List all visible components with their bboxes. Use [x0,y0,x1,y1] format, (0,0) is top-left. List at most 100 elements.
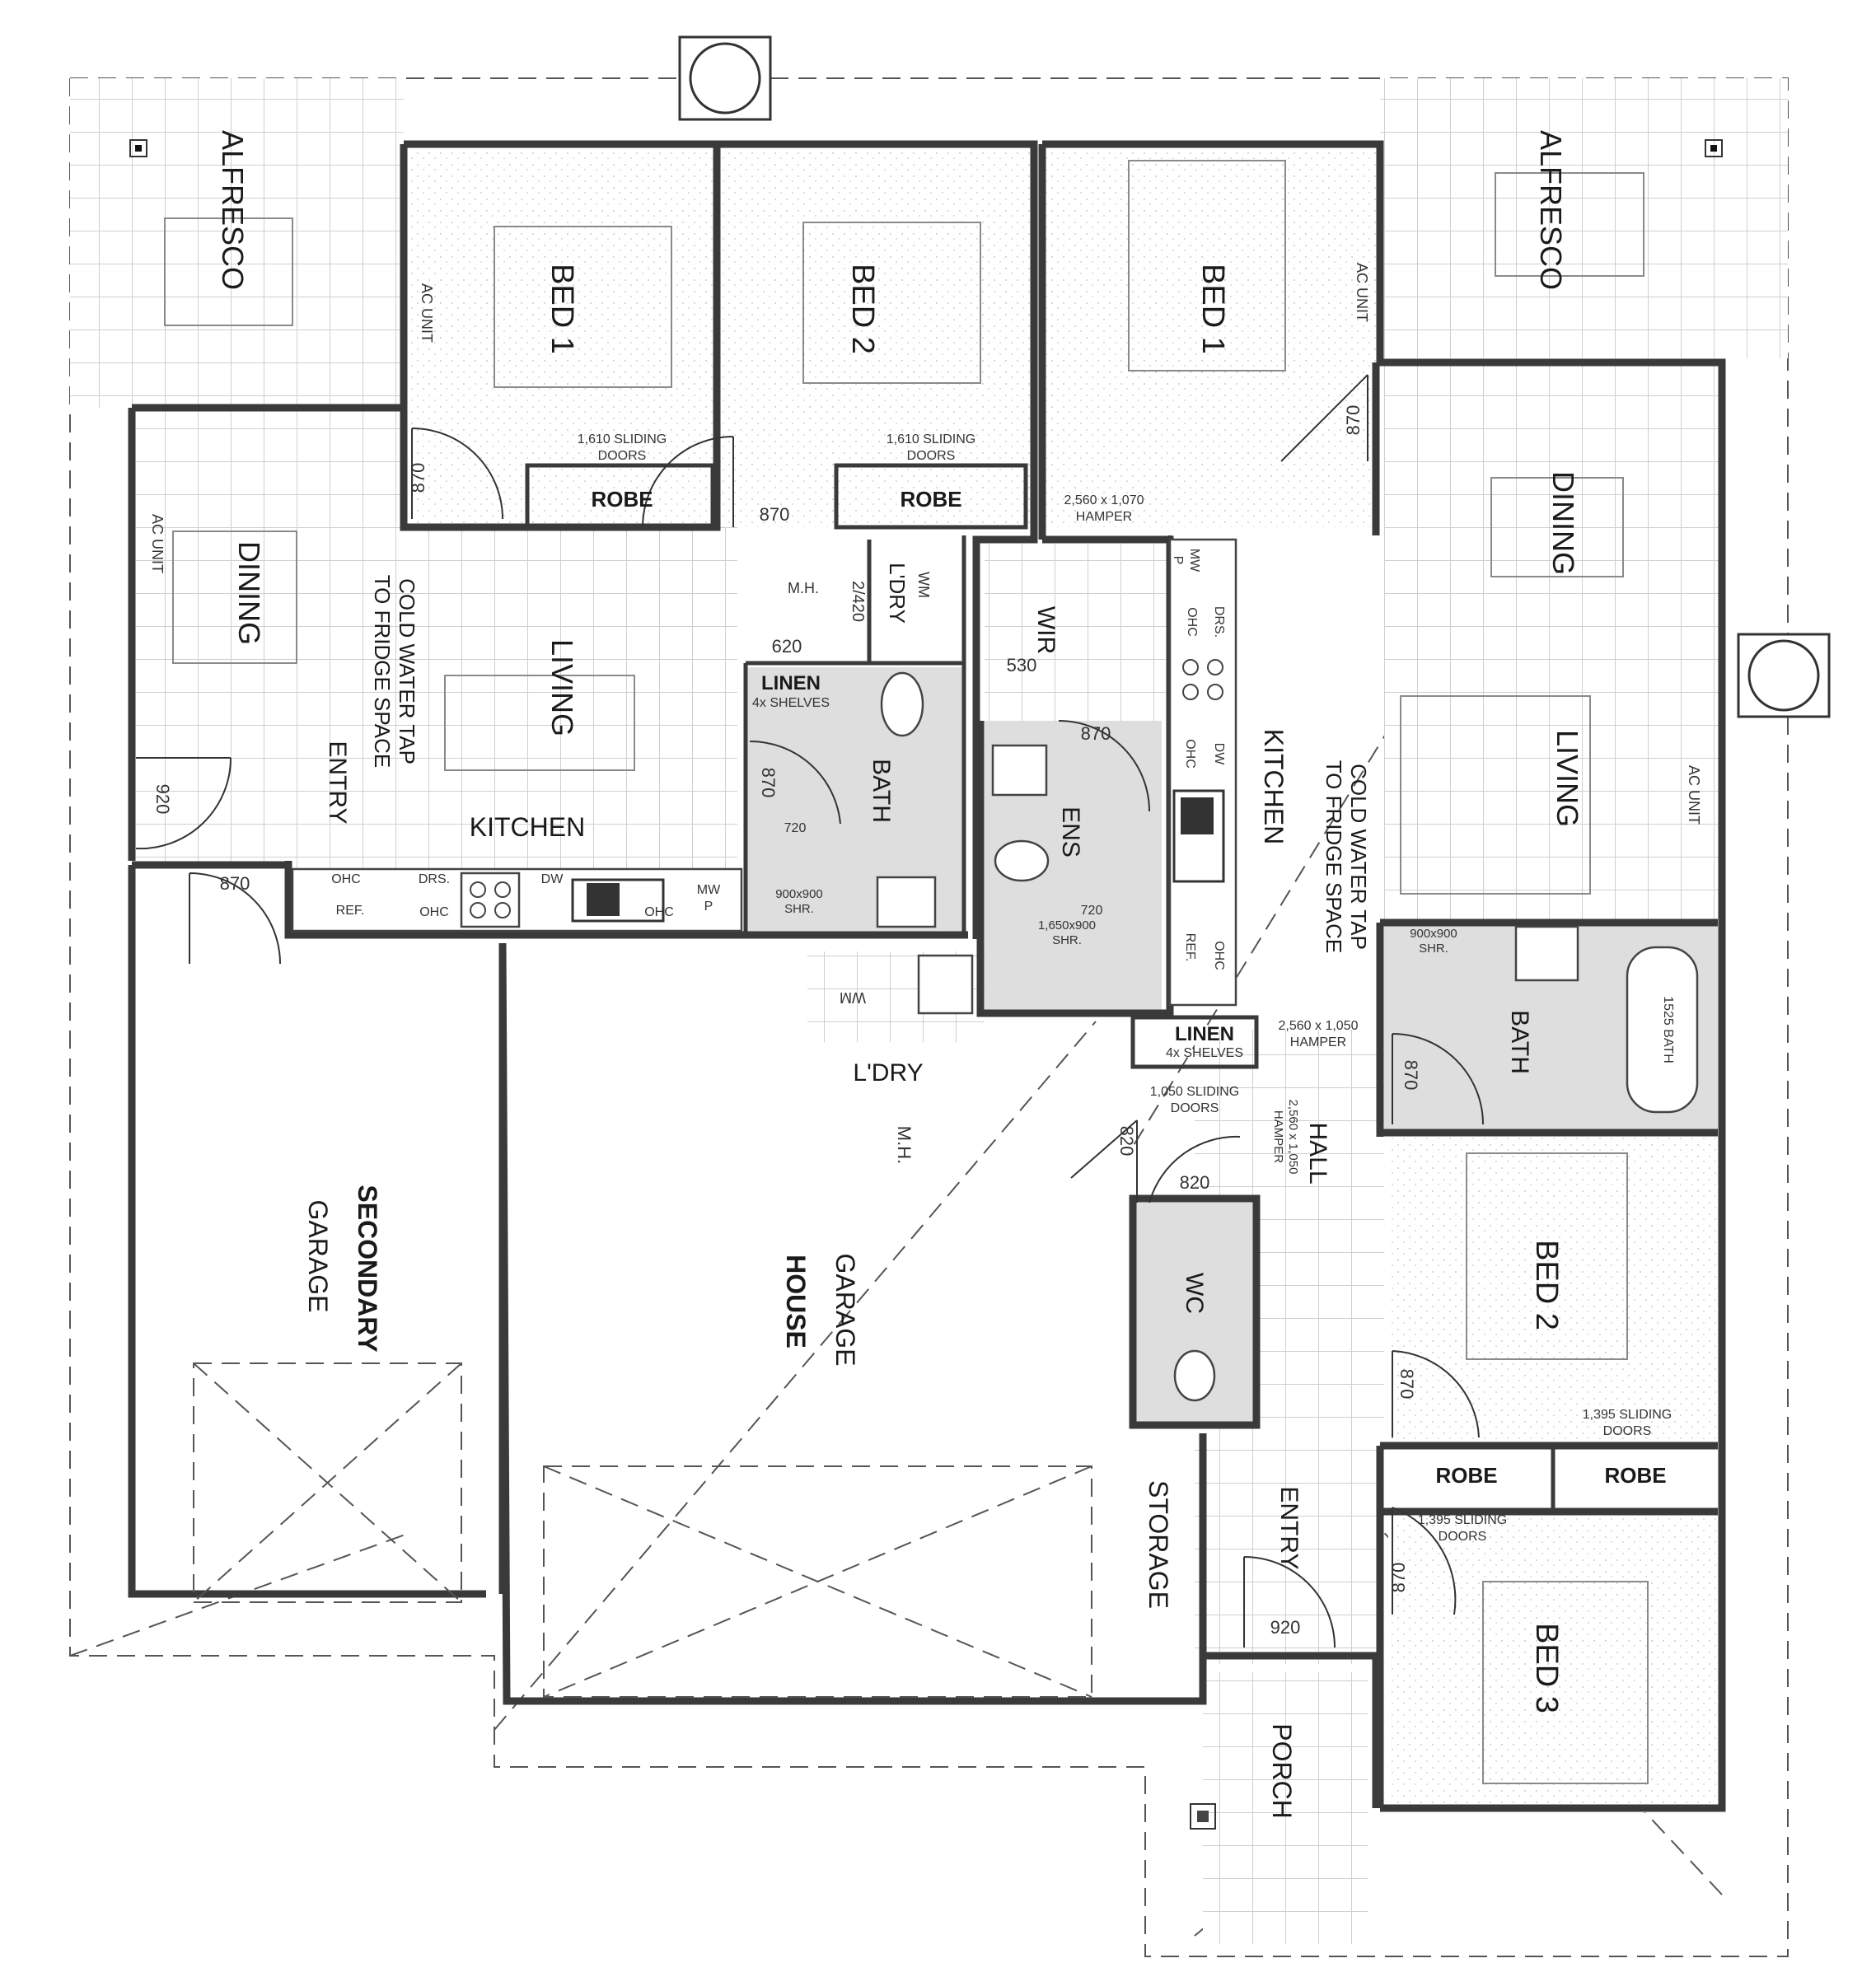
hamper-mid-label: HAMPER [1290,1035,1346,1049]
sliding-doors-5: DOORS [1171,1101,1219,1115]
mw-2: MW [1187,549,1201,573]
hamper-top-size: 2,560 x 1,070 [1064,493,1144,507]
dim-870-g: 870 [1401,1060,1421,1091]
linen-label-1: LINEN [761,672,821,694]
shr-size-3: 900x900 [1410,927,1457,941]
shr-3: SHR. [1419,942,1448,956]
robe-label-2: ROBE [900,487,961,512]
sliding-note-1: 1,610 SLIDING [578,432,667,446]
bath-fixtures [876,671,1699,1402]
dim-720-b: 720 [1081,904,1103,918]
dim-870-a: 870 [408,463,428,493]
ldry-left-label: L'DRY [885,563,910,624]
dim-870-e: 870 [758,768,779,798]
dw-2: DW [1212,743,1226,766]
water-tank-top [678,35,772,121]
cold-tap-right-1: COLD WATER TAP [1346,764,1371,950]
storage-label: STORAGE [1144,1480,1173,1609]
wm-2: WM [840,989,866,1006]
marker-top-left [129,139,147,157]
cold-tap-left-1: COLD WATER TAP [395,578,419,764]
ref-1: REF. [336,904,365,918]
dim-870-b: 870 [760,504,790,525]
shr-size-2: 1,650x900 [1038,918,1096,932]
house-garage-label-2: GARAGE [830,1254,860,1367]
dim-530: 530 [1007,655,1037,675]
wir-area [985,544,1170,721]
alfresco-right-area [1380,78,1788,358]
bed2-left-label: BED 2 [845,264,880,354]
dining-right-label: DINING [1546,471,1580,575]
porch-area [1203,1672,1368,1944]
house-garage-label: HOUSE [781,1255,811,1348]
sliding-note-2: 1,610 SLIDING [887,432,976,446]
bed1-right-label: BED 1 [1195,264,1230,354]
robe-label-3: ROBE [1435,1463,1497,1488]
marker-porch [1190,1803,1216,1830]
ohc-5: OHC [1183,739,1197,769]
garage-door-outlines [193,1362,1092,1698]
sliding-doors-2: DOORS [907,449,956,463]
sliding-note-5: 1,050 SLIDING [1150,1085,1240,1099]
living-right-label: LIVING [1551,730,1584,827]
wm-1: WM [915,572,932,598]
wc-label: WC [1181,1273,1208,1314]
wir-label: WIR [1032,606,1060,654]
dim-870-h: 870 [1396,1369,1417,1400]
hamper-mid-size: 2,560 x 1,050 [1279,1019,1359,1033]
walls [128,140,1726,1812]
alfresco-right-label: ALFRESCO [1534,130,1568,290]
robe-label-4: ROBE [1604,1463,1666,1488]
hamper-vert-label: HAMPER [1271,1110,1285,1163]
doors [135,374,1484,1648]
robe-label-1: ROBE [591,487,653,512]
hamper-vert-size: 2,560 x 1,050 [1286,1100,1300,1175]
living-left-label: LIVING [545,639,579,736]
ac-unit-4: AC UNIT [1686,765,1702,825]
drs-1: DRS. [419,872,450,886]
living-right-area [1384,362,1722,923]
sliding-note-3: 1,395 SLIDING [1583,1408,1672,1422]
bed1-right-area [1042,148,1380,527]
shr-1: SHR. [784,902,814,916]
mw-1: MW [697,883,721,897]
sliding-note-4: 1,395 SLIDING [1418,1513,1508,1527]
hall-label: HALL [1304,1122,1331,1184]
ohc-1: OHC [331,872,361,886]
bath-right-label: BATH [1506,1010,1533,1074]
linen-label-2: LINEN [1175,1023,1234,1045]
ldry-center-label: L'DRY [853,1059,923,1087]
dim-920-a: 920 [152,784,173,815]
ac-unit-3: AC UNIT [149,514,166,573]
ohc-4: OHC [1185,607,1199,637]
dim-870-c: 870 [1343,405,1364,436]
p-2: P [1171,556,1185,565]
entry-right-label: ENTRY [1275,1486,1303,1569]
water-tank-right [1737,633,1831,718]
ohc-3: OHC [644,905,674,919]
kitchen-left-label: KITCHEN [470,812,585,842]
hamper-top-label: HAMPER [1076,510,1132,524]
ohc-6: OHC [1212,941,1226,970]
ac-unit-1: AC UNIT [419,283,435,343]
cold-tap-right-2: TO FRIDGE SPACE [1322,760,1346,954]
mh-2: M.H. [894,1126,915,1164]
mh-1: M.H. [788,580,819,596]
p-1: P [704,900,713,914]
dim-870-f: 870 [1081,723,1111,744]
ens-label: ENS [1057,806,1084,858]
secondary-garage-label-2: GARAGE [303,1200,333,1313]
bed3-right-area [1388,1516,1718,1812]
bed2-right-area [1388,1137,1718,1446]
bed1-left-label: BED 1 [545,264,579,354]
ohc-2: OHC [419,905,449,919]
entry-left-label: ENTRY [324,741,351,824]
kitchen-right-bench [1168,538,1237,1007]
dim-820-b: 820 [1180,1172,1210,1193]
dim-870-i: 870 [1388,1563,1409,1593]
sliding-doors-1: DOORS [598,449,647,463]
bed3-right-label: BED 3 [1529,1623,1564,1713]
secondary-garage-label: SECONDARY [353,1185,382,1352]
ac-unit-2: AC UNIT [1354,263,1370,322]
